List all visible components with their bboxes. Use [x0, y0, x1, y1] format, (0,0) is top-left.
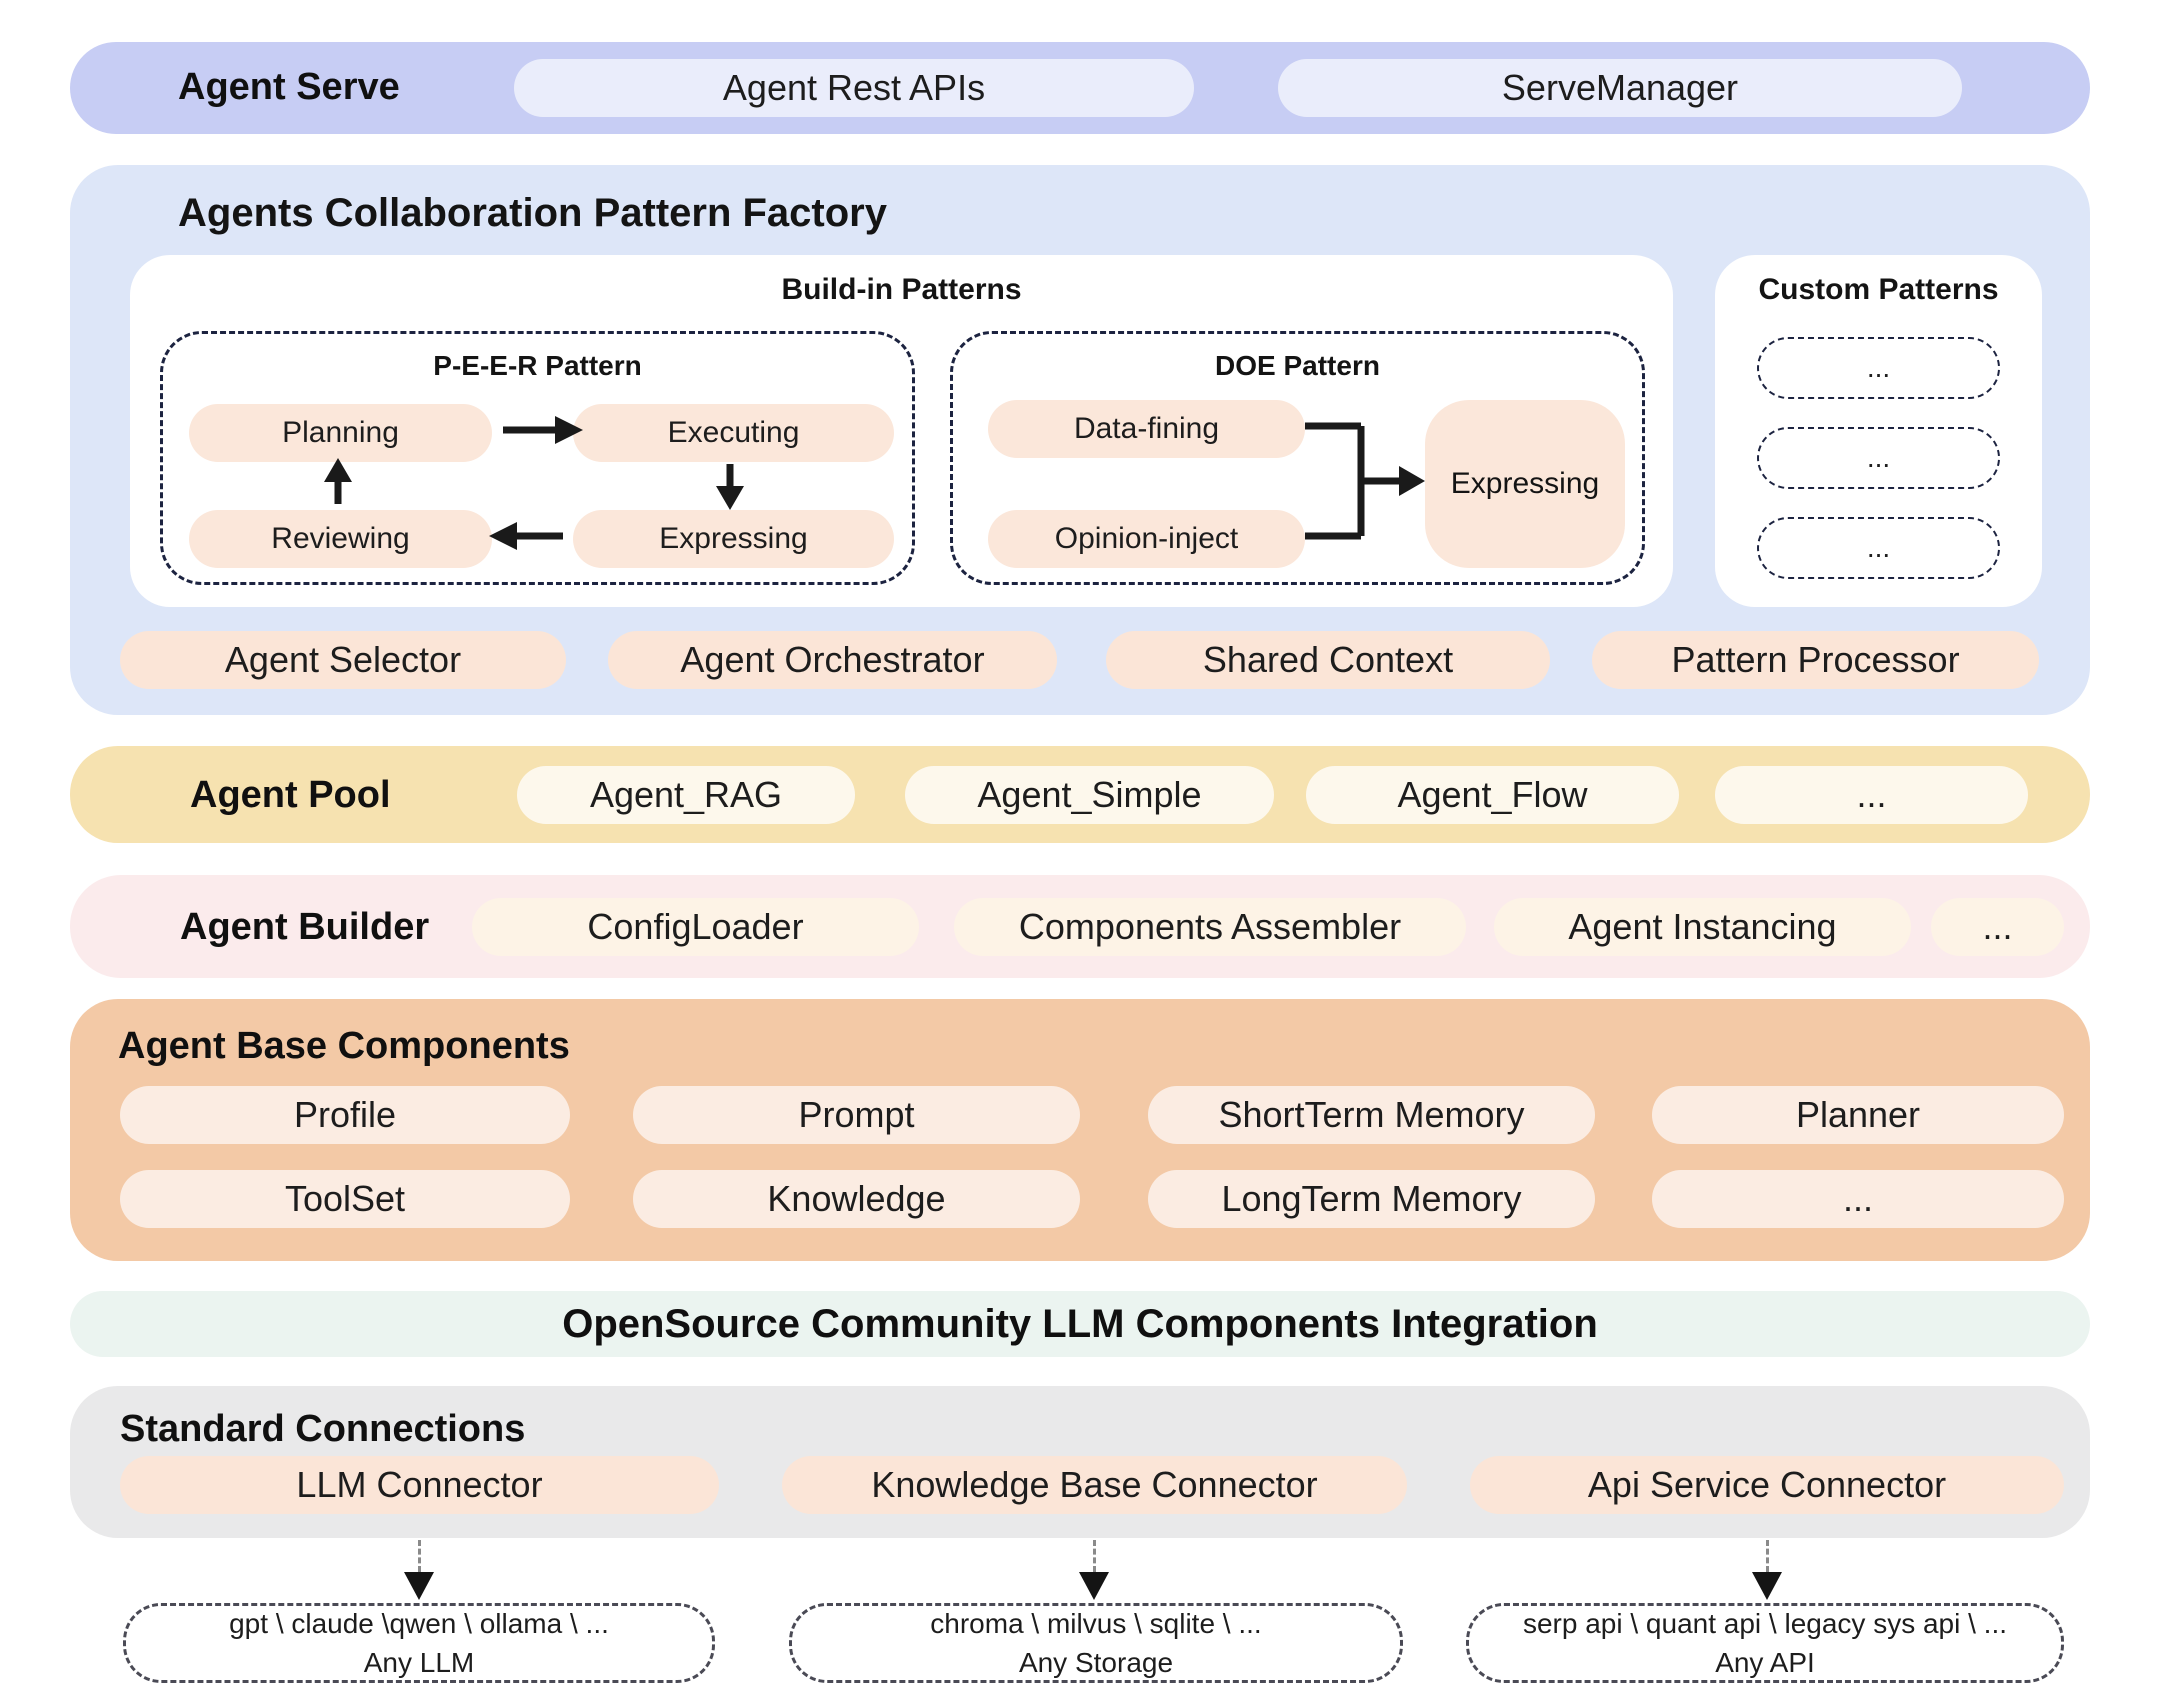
- standard-connections-layer: Standard Connections LLM Connector Knowl…: [70, 1386, 2090, 1538]
- pill-servemanager: ServeManager: [1278, 59, 1962, 117]
- llm-integration-layer: OpenSource Community LLM Components Inte…: [70, 1291, 2090, 1357]
- doe-pattern-title: DOE Pattern: [1215, 350, 1380, 381]
- target-llm-label: Any LLM: [363, 1647, 475, 1678]
- builtin-patterns-panel: Build-in Patterns P-E-E-R Pattern Planni…: [130, 255, 1673, 607]
- pill-profile: Profile: [120, 1086, 570, 1144]
- down-arrow-icon: [404, 1572, 434, 1600]
- target-storage-providers: chroma \ milvus \ sqlite \ ...: [930, 1608, 1262, 1639]
- target-box-any-llm: gpt \ claude \qwen \ ollama \ ... Any LL…: [123, 1603, 715, 1683]
- node-peer-expressing: Expressing: [573, 510, 894, 568]
- peer-pattern-box: P-E-E-R Pattern Planning Executing Revie…: [160, 331, 915, 585]
- target-api-label: Any API: [1715, 1647, 1815, 1678]
- pill-planner: Planner: [1652, 1086, 2064, 1144]
- node-data-fining: Data-fining: [988, 400, 1305, 458]
- custom-pattern-slot: ...: [1757, 337, 2000, 399]
- agent-serve-title: Agent Serve: [178, 66, 400, 108]
- pill-toolset: ToolSet: [120, 1170, 570, 1228]
- agent-base-components-title: Agent Base Components: [118, 1025, 570, 1067]
- pill-knowledge-base-connector: Knowledge Base Connector: [782, 1456, 1407, 1514]
- custom-pattern-slot: ...: [1757, 427, 2000, 489]
- agent-pool-layer: Agent Pool Agent_RAG Agent_Simple Agent_…: [70, 746, 2090, 843]
- pill-shortterm-memory: ShortTerm Memory: [1148, 1086, 1595, 1144]
- collaboration-pattern-factory-layer: Agents Collaboration Pattern Factory Bui…: [70, 165, 2090, 715]
- pill-prompt: Prompt: [633, 1086, 1080, 1144]
- node-reviewing: Reviewing: [189, 510, 492, 568]
- pill-agent-flow: Agent_Flow: [1306, 766, 1679, 824]
- llm-integration-title: OpenSource Community LLM Components Inte…: [562, 1301, 1598, 1346]
- pill-knowledge: Knowledge: [633, 1170, 1080, 1228]
- connector-line-api: [1766, 1540, 1769, 1572]
- doe-pattern-box: DOE Pattern Data-fining Opinion-inject E…: [950, 331, 1645, 585]
- pill-agent-rest-apis: Agent Rest APIs: [514, 59, 1194, 117]
- factory-title: Agents Collaboration Pattern Factory: [178, 191, 887, 235]
- pill-agent-orchestrator: Agent Orchestrator: [608, 631, 1057, 689]
- pill-longterm-memory: LongTerm Memory: [1148, 1170, 1595, 1228]
- agent-builder-title: Agent Builder: [180, 906, 430, 948]
- down-arrow-icon: [1079, 1572, 1109, 1600]
- builtin-patterns-title: Build-in Patterns: [781, 273, 1022, 306]
- pill-pattern-processor: Pattern Processor: [1592, 631, 2039, 689]
- pill-pool-more: ...: [1715, 766, 2028, 824]
- pill-base-more: ...: [1652, 1170, 2064, 1228]
- pill-shared-context: Shared Context: [1106, 631, 1550, 689]
- agent-serve-layer: Agent Serve Agent Rest APIs ServeManager: [70, 42, 2090, 134]
- pill-agent-selector: Agent Selector: [120, 631, 566, 689]
- custom-patterns-title: Custom Patterns: [1758, 273, 1999, 306]
- target-llm-providers: gpt \ claude \qwen \ ollama \ ...: [229, 1608, 609, 1639]
- pill-configloader: ConfigLoader: [472, 898, 919, 956]
- pill-agent-instancing: Agent Instancing: [1494, 898, 1911, 956]
- pill-llm-connector: LLM Connector: [120, 1456, 719, 1514]
- node-doe-expressing: Expressing: [1425, 400, 1625, 568]
- target-box-any-storage: chroma \ milvus \ sqlite \ ... Any Stora…: [789, 1603, 1403, 1683]
- target-storage-label: Any Storage: [1018, 1647, 1174, 1678]
- agent-base-components-layer: Agent Base Components Profile Prompt Sho…: [70, 999, 2090, 1261]
- peer-pattern-title: P-E-E-R Pattern: [433, 350, 642, 381]
- node-planning: Planning: [189, 404, 492, 462]
- target-box-any-api: serp api \ quant api \ legacy sys api \ …: [1466, 1603, 2064, 1683]
- agent-pool-title: Agent Pool: [190, 774, 391, 816]
- standard-connections-title: Standard Connections: [120, 1408, 526, 1450]
- pill-components-assembler: Components Assembler: [954, 898, 1466, 956]
- custom-pattern-slot: ...: [1757, 517, 2000, 579]
- pill-agent-rag: Agent_RAG: [517, 766, 855, 824]
- connector-line-llm: [418, 1540, 421, 1572]
- pill-api-service-connector: Api Service Connector: [1470, 1456, 2064, 1514]
- connector-line-storage: [1093, 1540, 1096, 1572]
- node-executing: Executing: [573, 404, 894, 462]
- agent-builder-layer: Agent Builder ConfigLoader Components As…: [70, 875, 2090, 978]
- pill-builder-more: ...: [1931, 898, 2064, 956]
- node-opinion-inject: Opinion-inject: [988, 510, 1305, 568]
- pill-agent-simple: Agent_Simple: [905, 766, 1274, 824]
- custom-patterns-panel: Custom Patterns ... ... ...: [1715, 255, 2042, 607]
- target-api-providers: serp api \ quant api \ legacy sys api \ …: [1522, 1608, 2008, 1639]
- down-arrow-icon: [1752, 1572, 1782, 1600]
